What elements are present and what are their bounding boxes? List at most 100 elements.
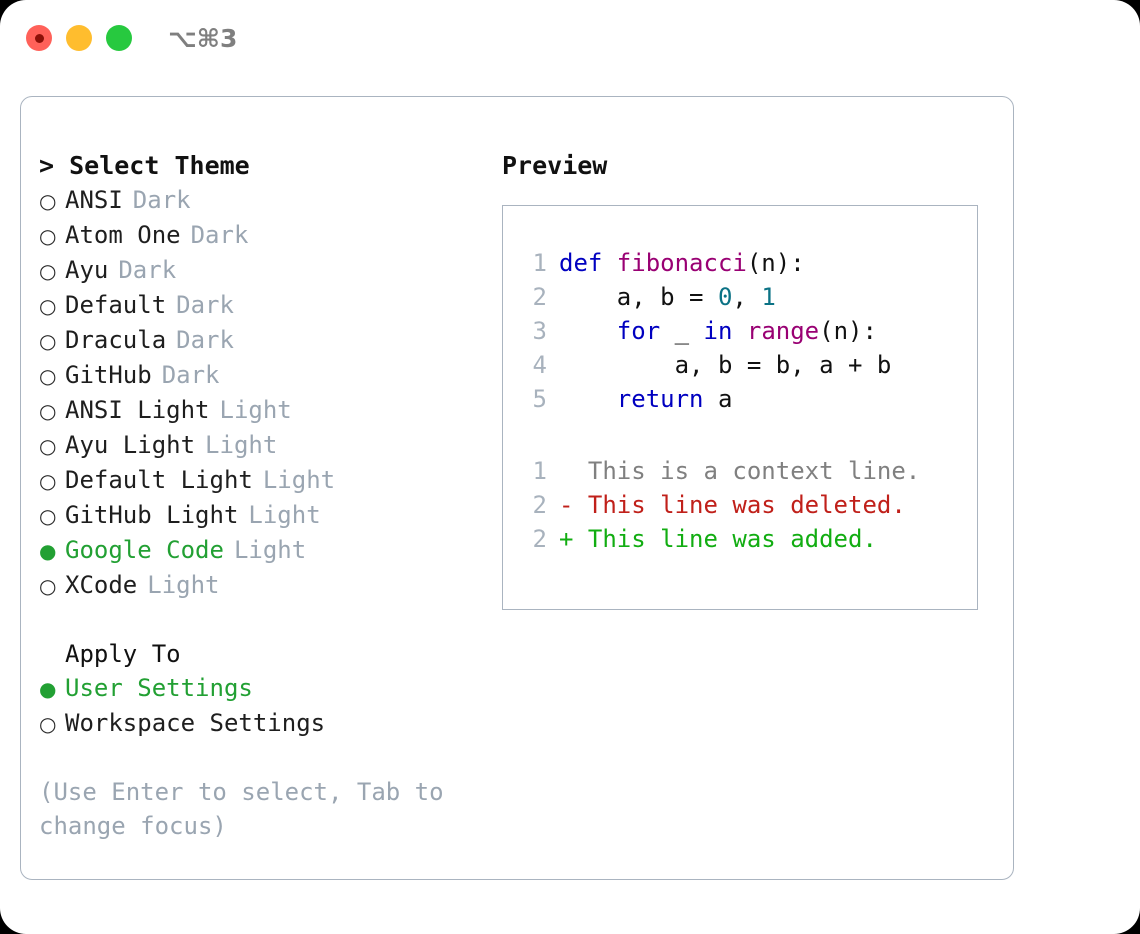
diff-sample: 1 This is a context line.2- This line wa… xyxy=(517,454,971,556)
code-token-kw: for xyxy=(616,317,661,345)
code-token-pln: (n): xyxy=(746,249,805,277)
maximize-window-button[interactable] xyxy=(106,25,132,51)
radio-unselected-icon: ○ xyxy=(39,189,57,213)
minimize-window-button[interactable] xyxy=(66,25,92,51)
select-theme-heading: > Select Theme xyxy=(39,151,250,180)
radio-unselected-icon: ○ xyxy=(39,574,57,598)
close-window-button[interactable] xyxy=(26,25,52,51)
diff-line-ctx: 1 This is a context line. xyxy=(517,454,971,488)
diff-line-text: This line was added. xyxy=(587,525,877,553)
code-token-kw: in xyxy=(703,317,733,345)
line-number: 2 xyxy=(532,283,547,311)
diff-sign xyxy=(559,454,588,488)
line-number: 1 xyxy=(532,457,547,485)
line-number: 2 xyxy=(532,491,547,519)
theme-option-label: Ayu xyxy=(65,256,109,284)
code-line: 2 a, b = 0, 1 xyxy=(517,280,971,314)
theme-option-label: XCode xyxy=(65,571,138,599)
theme-option-label: Dracula xyxy=(65,326,167,354)
theme-variant-tag: Dark xyxy=(161,361,220,389)
line-number: 1 xyxy=(532,249,547,277)
keyboard-shortcut-label: ⌥⌘3 xyxy=(168,24,238,53)
code-line: 4 a, b = b, a + b xyxy=(517,348,971,382)
code-line-text: a, b = 0, 1 xyxy=(559,280,776,314)
theme-variant-tag: Light xyxy=(205,431,278,459)
apply-to-option-user-settings[interactable]: ● User Settings xyxy=(39,671,499,706)
theme-option-label: Google Code xyxy=(65,536,224,564)
code-line-text: a, b = b, a + b xyxy=(559,348,892,382)
theme-variant-tag: Dark xyxy=(176,326,234,354)
code-token-pln: a, b = b, a + b xyxy=(559,351,892,379)
theme-variant-tag: Dark xyxy=(190,221,249,249)
line-number: 5 xyxy=(532,385,547,413)
code-token-pln: _ xyxy=(660,317,704,345)
radio-unselected-icon: ○ xyxy=(39,329,57,353)
radio-unselected-icon: ○ xyxy=(39,469,57,493)
diff-sign: + xyxy=(559,525,588,553)
apply-to-heading: Apply To xyxy=(65,640,181,668)
radio-unselected-icon: ○ xyxy=(39,224,57,248)
theme-option-label: GitHub xyxy=(65,361,152,389)
theme-option-dracula[interactable]: ○ Dracula Dark xyxy=(39,323,499,358)
section-spacer xyxy=(39,603,499,637)
title-bar: ⌥⌘3 xyxy=(0,0,1140,78)
theme-variant-tag: Light xyxy=(248,501,321,529)
theme-option-label: Default xyxy=(65,291,167,319)
code-token-kw: def xyxy=(559,249,617,277)
theme-option-label: ANSI Light xyxy=(65,396,210,424)
theme-option-label: Atom One xyxy=(65,221,181,249)
radio-unselected-icon: ○ xyxy=(39,364,57,388)
code-token-pln: (n): xyxy=(819,317,877,345)
diff-line-add: 2+ This line was added. xyxy=(517,522,971,556)
diff-line-text: This line was deleted. xyxy=(587,491,906,519)
code-token-num: 0 xyxy=(717,283,733,311)
theme-option-ansi-light[interactable]: ○ ANSI Light Light xyxy=(39,393,499,428)
theme-option-github[interactable]: ○ GitHub Dark xyxy=(39,358,499,393)
theme-option-default-light[interactable]: ○ Default Light Light xyxy=(39,463,499,498)
code-line: 1 def fibonacci(n): xyxy=(517,246,971,280)
apply-to-option-label: User Settings xyxy=(65,674,253,702)
code-token-kw: return xyxy=(616,385,704,413)
code-token-fn: range xyxy=(746,317,820,345)
theme-variant-tag: Dark xyxy=(176,291,234,319)
diff-sign: - xyxy=(559,491,588,519)
diff-line-del: 2- This line was deleted. xyxy=(517,488,971,522)
code-token-pln: a, b = xyxy=(559,283,718,311)
apply-to-option-workspace-settings[interactable]: ○Workspace Settings xyxy=(39,706,499,741)
line-number: 3 xyxy=(532,317,547,345)
theme-variant-tag: Light xyxy=(219,396,292,424)
theme-option-label: ANSI xyxy=(65,186,123,214)
diff-line-text: This is a context line. xyxy=(587,457,921,485)
code-token-fn: fibonacci xyxy=(616,249,747,277)
code-token-pln: , xyxy=(732,283,762,311)
theme-variant-tag: Light xyxy=(262,466,336,494)
code-line: 5 return a xyxy=(517,382,971,416)
radio-unselected-icon: ○ xyxy=(39,399,57,423)
theme-option-label: Default Light xyxy=(65,466,253,494)
radio-unselected-icon: ○ xyxy=(39,504,57,528)
keyboard-hint-text: (Use Enter to select, Tab to change focu… xyxy=(39,778,459,840)
theme-option-label: Ayu Light xyxy=(65,431,196,459)
code-token-num: 1 xyxy=(761,283,776,311)
theme-variant-tag: Light xyxy=(147,571,220,599)
window-controls xyxy=(26,25,132,51)
theme-option-xcode[interactable]: ○ XCode Light xyxy=(39,568,499,603)
apply-to-option-label: Workspace Settings xyxy=(65,709,326,737)
code-line: 3 for _ in range(n): xyxy=(517,314,971,348)
theme-option-atom-one[interactable]: ○ Atom One Dark xyxy=(39,218,499,253)
theme-variant-tag: Light xyxy=(233,536,307,564)
radio-selected-icon: ● xyxy=(39,677,57,701)
